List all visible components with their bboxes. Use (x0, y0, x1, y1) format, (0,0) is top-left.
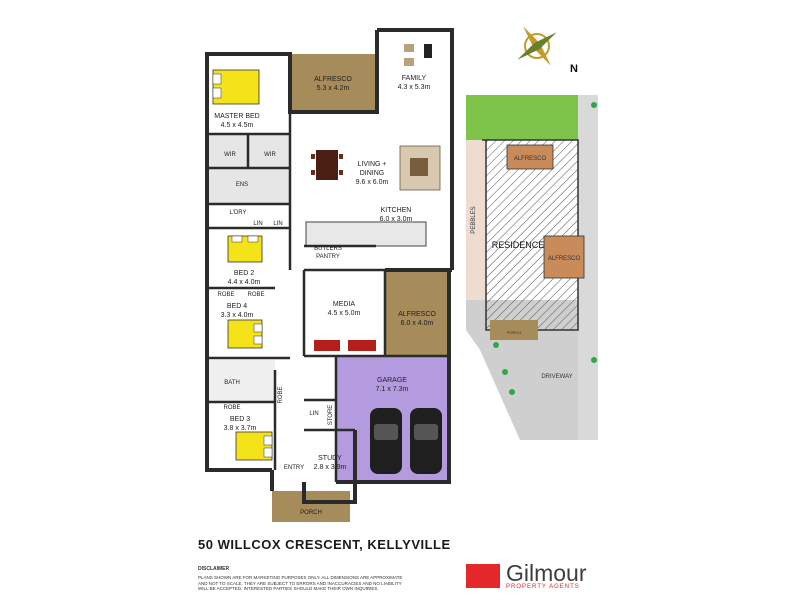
brand-logo: Gilmour PROPERTY AGENTS (466, 562, 587, 590)
porch-label: PORCH (300, 510, 322, 516)
garage-cars (370, 408, 442, 474)
brand-name: Gilmour (506, 560, 587, 586)
media-dim: 4.5 x 5.0m (328, 310, 361, 317)
site-alfresco-1-label: ALFRESCO (514, 156, 547, 162)
lin-3-label: LIN (309, 411, 318, 417)
brand-tagline: PROPERTY AGENTS (506, 584, 580, 590)
robe-3-label: ROBE (223, 405, 240, 411)
bed-2-furniture (227, 235, 263, 263)
kitchen-dim: 6.0 x 3.0m (380, 216, 413, 223)
ens-label: ENS (236, 182, 248, 188)
compass-icon (517, 26, 557, 66)
living-sofa (399, 145, 441, 191)
robe-1-label: ROBE (217, 292, 234, 298)
bed-3-label: BED 3 (230, 416, 250, 423)
living-label-2: DINING (360, 170, 385, 177)
family-label: FAMILY (402, 75, 427, 82)
family-dim: 4.3 x 5.3m (398, 84, 431, 91)
store-label: STORE (328, 405, 334, 426)
dining-table (311, 150, 343, 180)
brand-text: Gilmour PROPERTY AGENTS (506, 560, 587, 591)
site-plan (466, 95, 598, 440)
bed-4-dim: 3.3 x 4.0m (221, 312, 254, 319)
brand-red-square (466, 564, 500, 588)
family-furniture (404, 44, 432, 66)
study-dim: 2.8 x 3.9m (314, 464, 347, 471)
robe-4-label: ROBE (278, 386, 284, 403)
bed-3-furniture (235, 431, 273, 461)
robe-2-label: ROBE (247, 292, 264, 298)
porch-area (272, 491, 350, 522)
disclaimer-title: DISCLAIMER (198, 566, 230, 572)
site-residence-label: RESIDENCE (492, 240, 545, 250)
ldry-label: L'DRY (229, 210, 246, 216)
bath-area (207, 360, 275, 402)
alfresco-mid-area (385, 270, 449, 366)
living-label: LIVING + (358, 161, 387, 168)
entry-label: ENTRY (284, 465, 304, 471)
alfresco-mid-label: ALFRESCO (398, 311, 436, 318)
north-label: N (570, 63, 578, 75)
property-address: 50 WILLCOX CRESCENT, KELLYVILLE (198, 537, 451, 552)
bed-2-label: BED 2 (234, 270, 254, 277)
site-driveway-label: DRIVEWAY (541, 374, 572, 380)
interior-walls (207, 112, 449, 482)
kitchen-label: KITCHEN (381, 207, 412, 214)
living-dim: 9.6 x 6.0m (356, 179, 389, 186)
bed-3-dim: 3.8 x 3.7m (224, 425, 257, 432)
media-sofas (314, 340, 376, 351)
kitchen-bench (305, 221, 427, 247)
bed-2-dim: 4.4 x 4.0m (228, 279, 261, 286)
site-pebbles-label: PEBBLES (471, 206, 477, 233)
media-label: MEDIA (333, 301, 356, 308)
lin-1-label: LIN (253, 221, 262, 227)
alfresco-mid-dim: 6.0 x 4.0m (401, 320, 434, 327)
lin-2-label: LIN (273, 221, 282, 227)
site-porch-label: PORCH (507, 330, 522, 335)
bed-4-label: BED 4 (227, 303, 247, 310)
walls (205, 28, 454, 504)
alfresco-top-label: ALFRESCO (314, 76, 352, 83)
master-bed-furniture (212, 69, 260, 105)
master-bed-label: MASTER BED (214, 113, 260, 120)
site-alfresco-2-label: ALFRESCO (548, 256, 581, 262)
wir-left-label: WIR (224, 152, 236, 158)
butlers-label: BUTLERS (314, 246, 342, 252)
bath-label: BATH (224, 380, 240, 386)
alfresco-top-dim: 5.3 x 4.2m (317, 85, 350, 92)
butlers-label-2: PANTRY (316, 254, 340, 260)
disclaimer-text: PLANS SHOWN ARE FOR MARKETING PURPOSES O… (198, 575, 403, 591)
bed-4-furniture (227, 319, 263, 349)
master-bed-dim: 4.5 x 4.5m (221, 122, 254, 129)
study-label: STUDY (318, 455, 342, 462)
wir-right-label: WIR (264, 152, 276, 158)
alfresco-top-area (290, 54, 377, 112)
garage-dim: 7.1 x 7.3m (376, 386, 409, 393)
garage-label: GARAGE (377, 377, 407, 384)
